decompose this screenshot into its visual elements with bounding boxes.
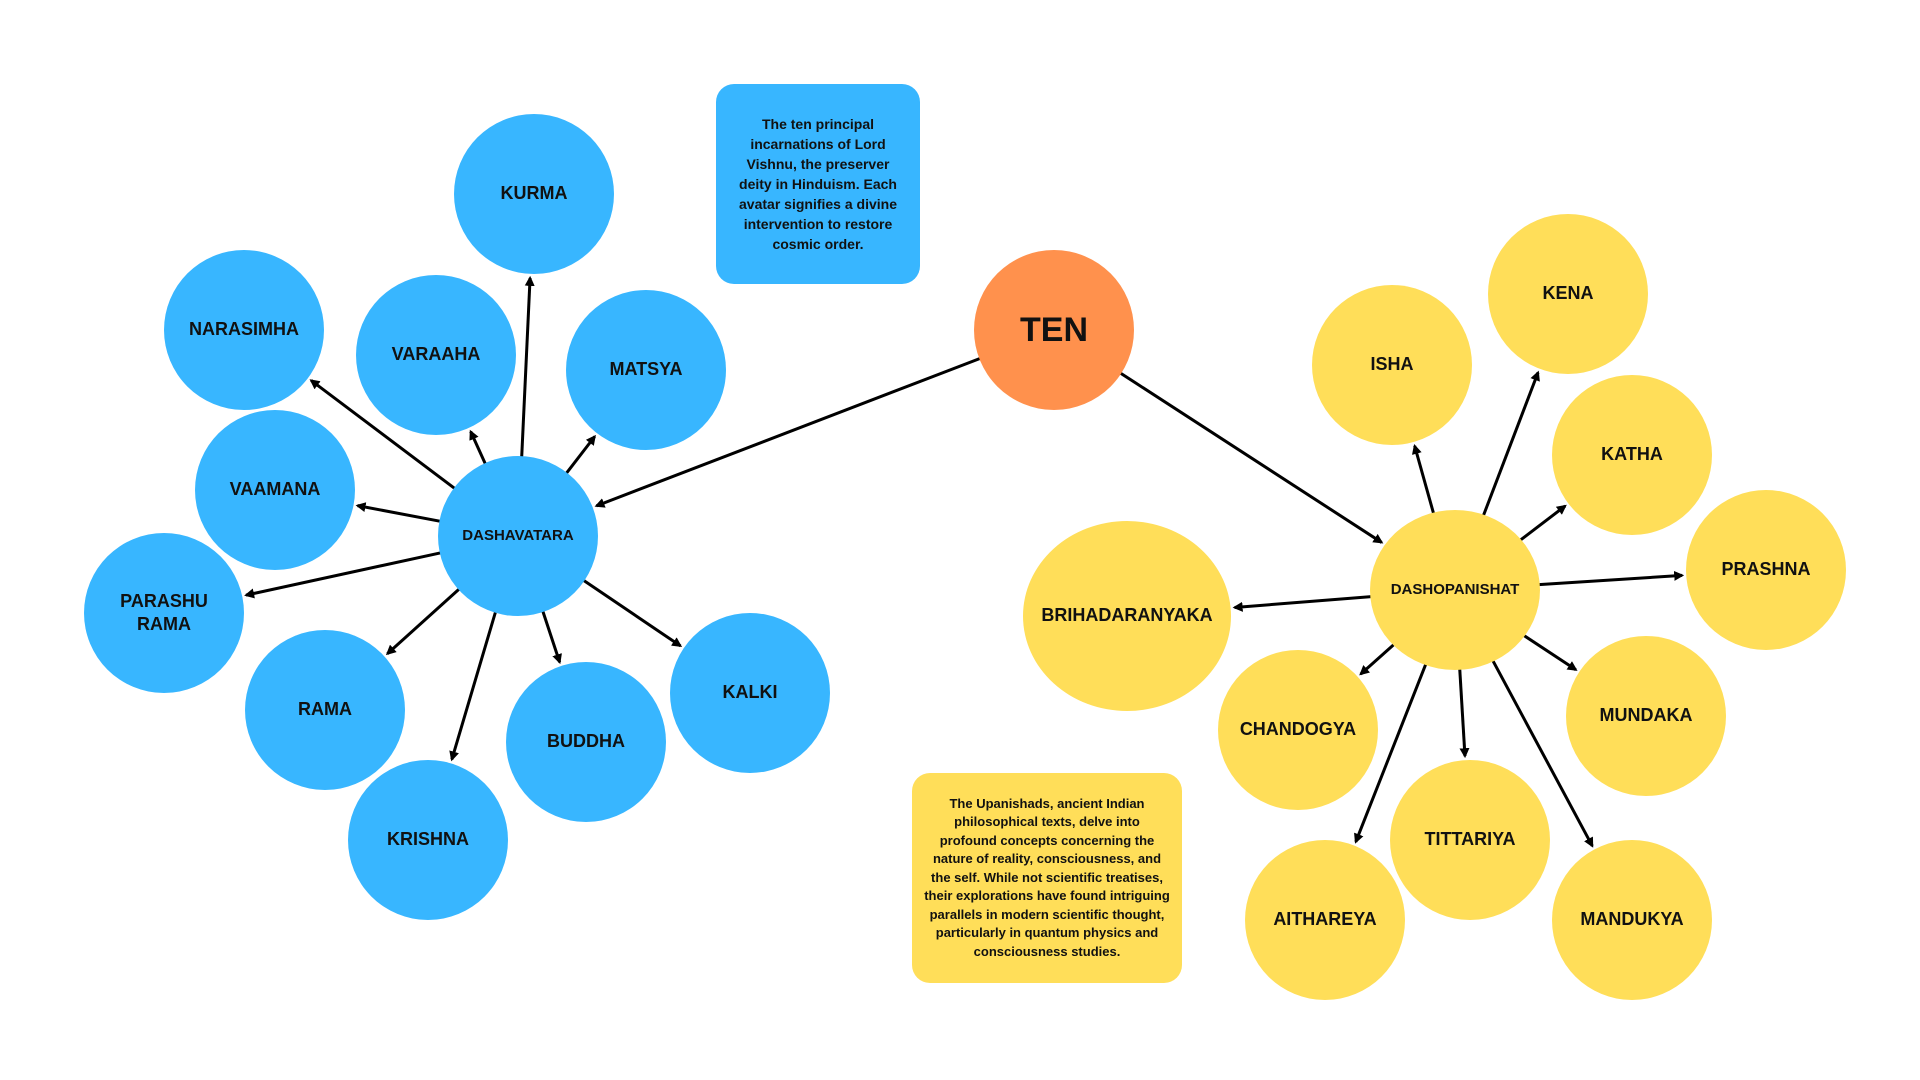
edge-dashopanishat-to-kena bbox=[1481, 370, 1540, 517]
node-brihadaranyaka[interactable]: BRIHADARANYAKA bbox=[1023, 521, 1231, 711]
node-label: BRIHADARANYAKA bbox=[1041, 605, 1213, 626]
edge-dashavatara-to-kalki bbox=[582, 579, 683, 648]
edge-dashavatara-to-parashu-rama bbox=[244, 551, 442, 599]
edge-dashavatara-to-kurma bbox=[520, 275, 535, 458]
edge-dashavatara-to-vaamana bbox=[355, 502, 441, 523]
node-label: VAAMANA bbox=[229, 479, 321, 500]
node-kena[interactable]: KENA bbox=[1488, 214, 1648, 374]
note-dashavatara: The ten principal incarnations of Lord V… bbox=[716, 84, 920, 284]
node-label: KENA bbox=[1542, 283, 1594, 304]
hub-label: DASHOPANISHAT bbox=[1390, 581, 1520, 599]
edge-dashopanishat-to-prashna bbox=[1538, 570, 1685, 587]
edge-dashopanishat-to-mundaka bbox=[1522, 634, 1578, 671]
node-parashu-rama[interactable]: PARASHU RAMA bbox=[84, 533, 244, 693]
node-rama[interactable]: RAMA bbox=[245, 630, 405, 790]
edge-root-to-dashopanishat bbox=[1119, 371, 1384, 544]
node-label: KRISHNA bbox=[386, 829, 469, 850]
note-text: The Upanishads, ancient Indian philosoph… bbox=[924, 795, 1170, 959]
node-tittariya[interactable]: TITTARIYA bbox=[1390, 760, 1550, 920]
edge-dashopanishat-to-katha bbox=[1519, 504, 1567, 542]
node-prashna[interactable]: PRASHNA bbox=[1686, 490, 1846, 650]
edge-dashavatara-to-matsya bbox=[565, 434, 596, 475]
node-narasimha[interactable]: NARASIMHA bbox=[164, 250, 324, 410]
node-katha[interactable]: KATHA bbox=[1552, 375, 1712, 535]
edge-dashopanishat-to-isha bbox=[1411, 443, 1436, 515]
root-node-ten[interactable]: TEN bbox=[974, 250, 1134, 410]
node-label: CHANDOGYA bbox=[1239, 719, 1357, 740]
edge-dashavatara-to-rama bbox=[385, 587, 461, 656]
edge-dashopanishat-to-brihadaranyaka bbox=[1232, 595, 1372, 612]
node-kalki[interactable]: KALKI bbox=[670, 613, 830, 773]
edge-dashopanishat-to-chandogya bbox=[1359, 643, 1396, 676]
hub-node-dashopanishat[interactable]: DASHOPANISHAT bbox=[1370, 510, 1540, 670]
edge-root-to-dashavatara bbox=[594, 356, 981, 508]
node-label: KURMA bbox=[500, 183, 568, 204]
node-isha[interactable]: ISHA bbox=[1312, 285, 1472, 445]
node-label: KALKI bbox=[722, 682, 778, 703]
node-label: AITHAREYA bbox=[1273, 909, 1377, 930]
edge-dashavatara-to-buddha bbox=[541, 610, 562, 665]
hub-label: DASHAVATARA bbox=[462, 527, 574, 545]
edge-dashopanishat-to-aithareya bbox=[1354, 663, 1428, 844]
edge-dashavatara-to-narasimha bbox=[309, 379, 456, 490]
node-aithareya[interactable]: AITHAREYA bbox=[1245, 840, 1405, 1000]
node-label: MUNDAKA bbox=[1599, 705, 1693, 726]
node-label: PRASHNA bbox=[1721, 559, 1811, 580]
node-label: NARASIMHA bbox=[189, 319, 299, 340]
root-label: TEN bbox=[1020, 310, 1088, 349]
node-vaamana[interactable]: VAAMANA bbox=[195, 410, 355, 570]
node-label: BUDDHA bbox=[547, 731, 625, 752]
node-buddha[interactable]: BUDDHA bbox=[506, 662, 666, 822]
node-chandogya[interactable]: CHANDOGYA bbox=[1218, 650, 1378, 810]
edge-dashavatara-to-varaaha bbox=[469, 429, 487, 465]
node-label: KATHA bbox=[1601, 444, 1663, 465]
node-label: RAMA bbox=[298, 699, 352, 720]
node-varaaha[interactable]: VARAAHA bbox=[356, 275, 516, 435]
node-label: VARAAHA bbox=[391, 344, 481, 365]
node-matsya[interactable]: MATSYA bbox=[566, 290, 726, 450]
node-mandukya[interactable]: MANDUKYA bbox=[1552, 840, 1712, 1000]
node-label: PARASHU RAMA bbox=[120, 590, 208, 634]
note-dashopanishat: The Upanishads, ancient Indian philosoph… bbox=[912, 773, 1182, 983]
edge-dashavatara-to-krishna bbox=[449, 611, 498, 762]
node-label: MATSYA bbox=[609, 359, 683, 380]
node-label: ISHA bbox=[1370, 354, 1414, 375]
node-label: MANDUKYA bbox=[1580, 909, 1684, 930]
hub-node-dashavatara[interactable]: DASHAVATARA bbox=[438, 456, 598, 616]
node-kurma[interactable]: KURMA bbox=[454, 114, 614, 274]
edge-dashopanishat-to-mandukya bbox=[1491, 659, 1594, 848]
node-mundaka[interactable]: MUNDAKA bbox=[1566, 636, 1726, 796]
edge-dashopanishat-to-tittariya bbox=[1458, 668, 1470, 759]
node-krishna[interactable]: KRISHNA bbox=[348, 760, 508, 920]
note-text: The ten principal incarnations of Lord V… bbox=[739, 116, 897, 252]
node-label: TITTARIYA bbox=[1424, 829, 1516, 850]
